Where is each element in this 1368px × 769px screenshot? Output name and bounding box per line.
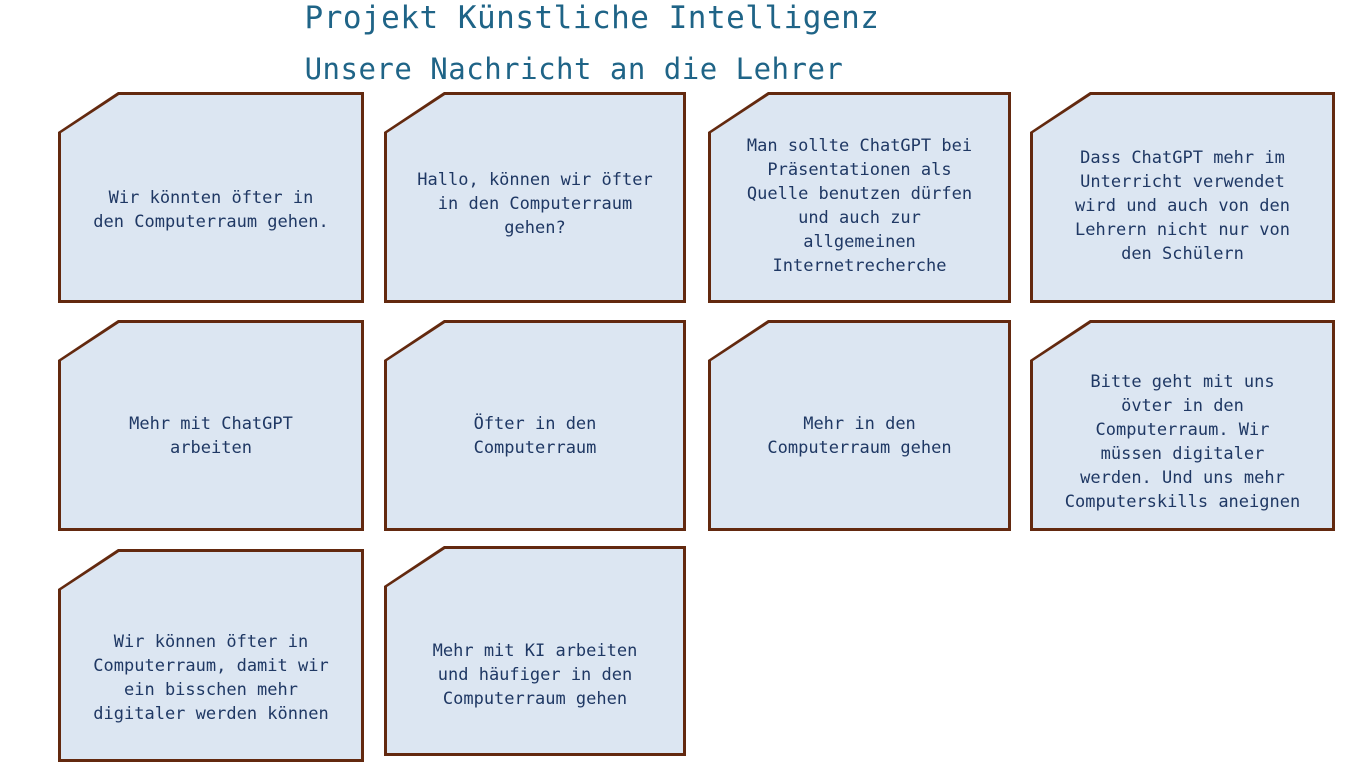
sticky-note-text: Man sollte ChatGPT bei Präsentationen al… [746,135,973,276]
sticky-note-text: Bitte geht mit uns övter in den Computer… [1064,371,1301,512]
sticky-note-body: Dass ChatGPT mehr im Unterricht verwende… [1033,95,1332,300]
sticky-note[interactable]: Man sollte ChatGPT bei Präsentationen al… [708,92,1011,303]
sticky-note[interactable]: Wir könnten öfter in den Computerraum ge… [58,92,364,303]
sticky-note-body: Mehr in den Computerraum gehen [711,323,1008,528]
page-title: Projekt Künstliche Intelligenz [304,0,880,36]
sticky-note-text: Dass ChatGPT mehr im Unterricht verwende… [1075,147,1290,264]
sticky-note-text: Mehr mit ChatGPT arbeiten [129,413,293,458]
sticky-note-body: Man sollte ChatGPT bei Präsentationen al… [711,95,1008,300]
sticky-note[interactable]: Wir können öfter in Computerraum, damit … [58,549,364,762]
sticky-note-body: Öfter in den Computerraum [387,323,683,528]
sticky-note[interactable]: Mehr in den Computerraum gehen [708,320,1011,531]
sticky-note-text: Mehr mit KI arbeiten und häufiger in den… [432,641,638,709]
sticky-note-body: Wir können öfter in Computerraum, damit … [61,552,361,759]
sticky-note[interactable]: Dass ChatGPT mehr im Unterricht verwende… [1030,92,1335,303]
sticky-note[interactable]: Mehr mit ChatGPT arbeiten [58,320,364,531]
sticky-note[interactable]: Öfter in den Computerraum [384,320,686,531]
sticky-note-body: Mehr mit KI arbeiten und häufiger in den… [387,549,683,753]
sticky-note-body: Hallo, können wir öfter in den Computerr… [387,95,683,300]
sticky-note-body: Mehr mit ChatGPT arbeiten [61,323,361,528]
sticky-note-body: Wir könnten öfter in den Computerraum ge… [61,95,361,300]
sticky-note-body: Bitte geht mit uns övter in den Computer… [1033,323,1332,528]
sticky-note-text: Hallo, können wir öfter in den Computerr… [417,169,653,238]
sticky-note-text: Wir könnten öfter in den Computerraum ge… [93,187,329,232]
sticky-note[interactable]: Bitte geht mit uns övter in den Computer… [1030,320,1335,531]
sticky-note-text: Öfter in den Computerraum [473,413,597,458]
sticky-note[interactable]: Mehr mit KI arbeiten und häufiger in den… [384,546,686,756]
sticky-note-text: Mehr in den Computerraum gehen [767,413,952,458]
sticky-note-text: Wir können öfter in Computerraum, damit … [93,631,329,724]
page-subtitle: Unsere Nachricht an die Lehrer [304,52,844,86]
sticky-note[interactable]: Hallo, können wir öfter in den Computerr… [384,92,686,303]
